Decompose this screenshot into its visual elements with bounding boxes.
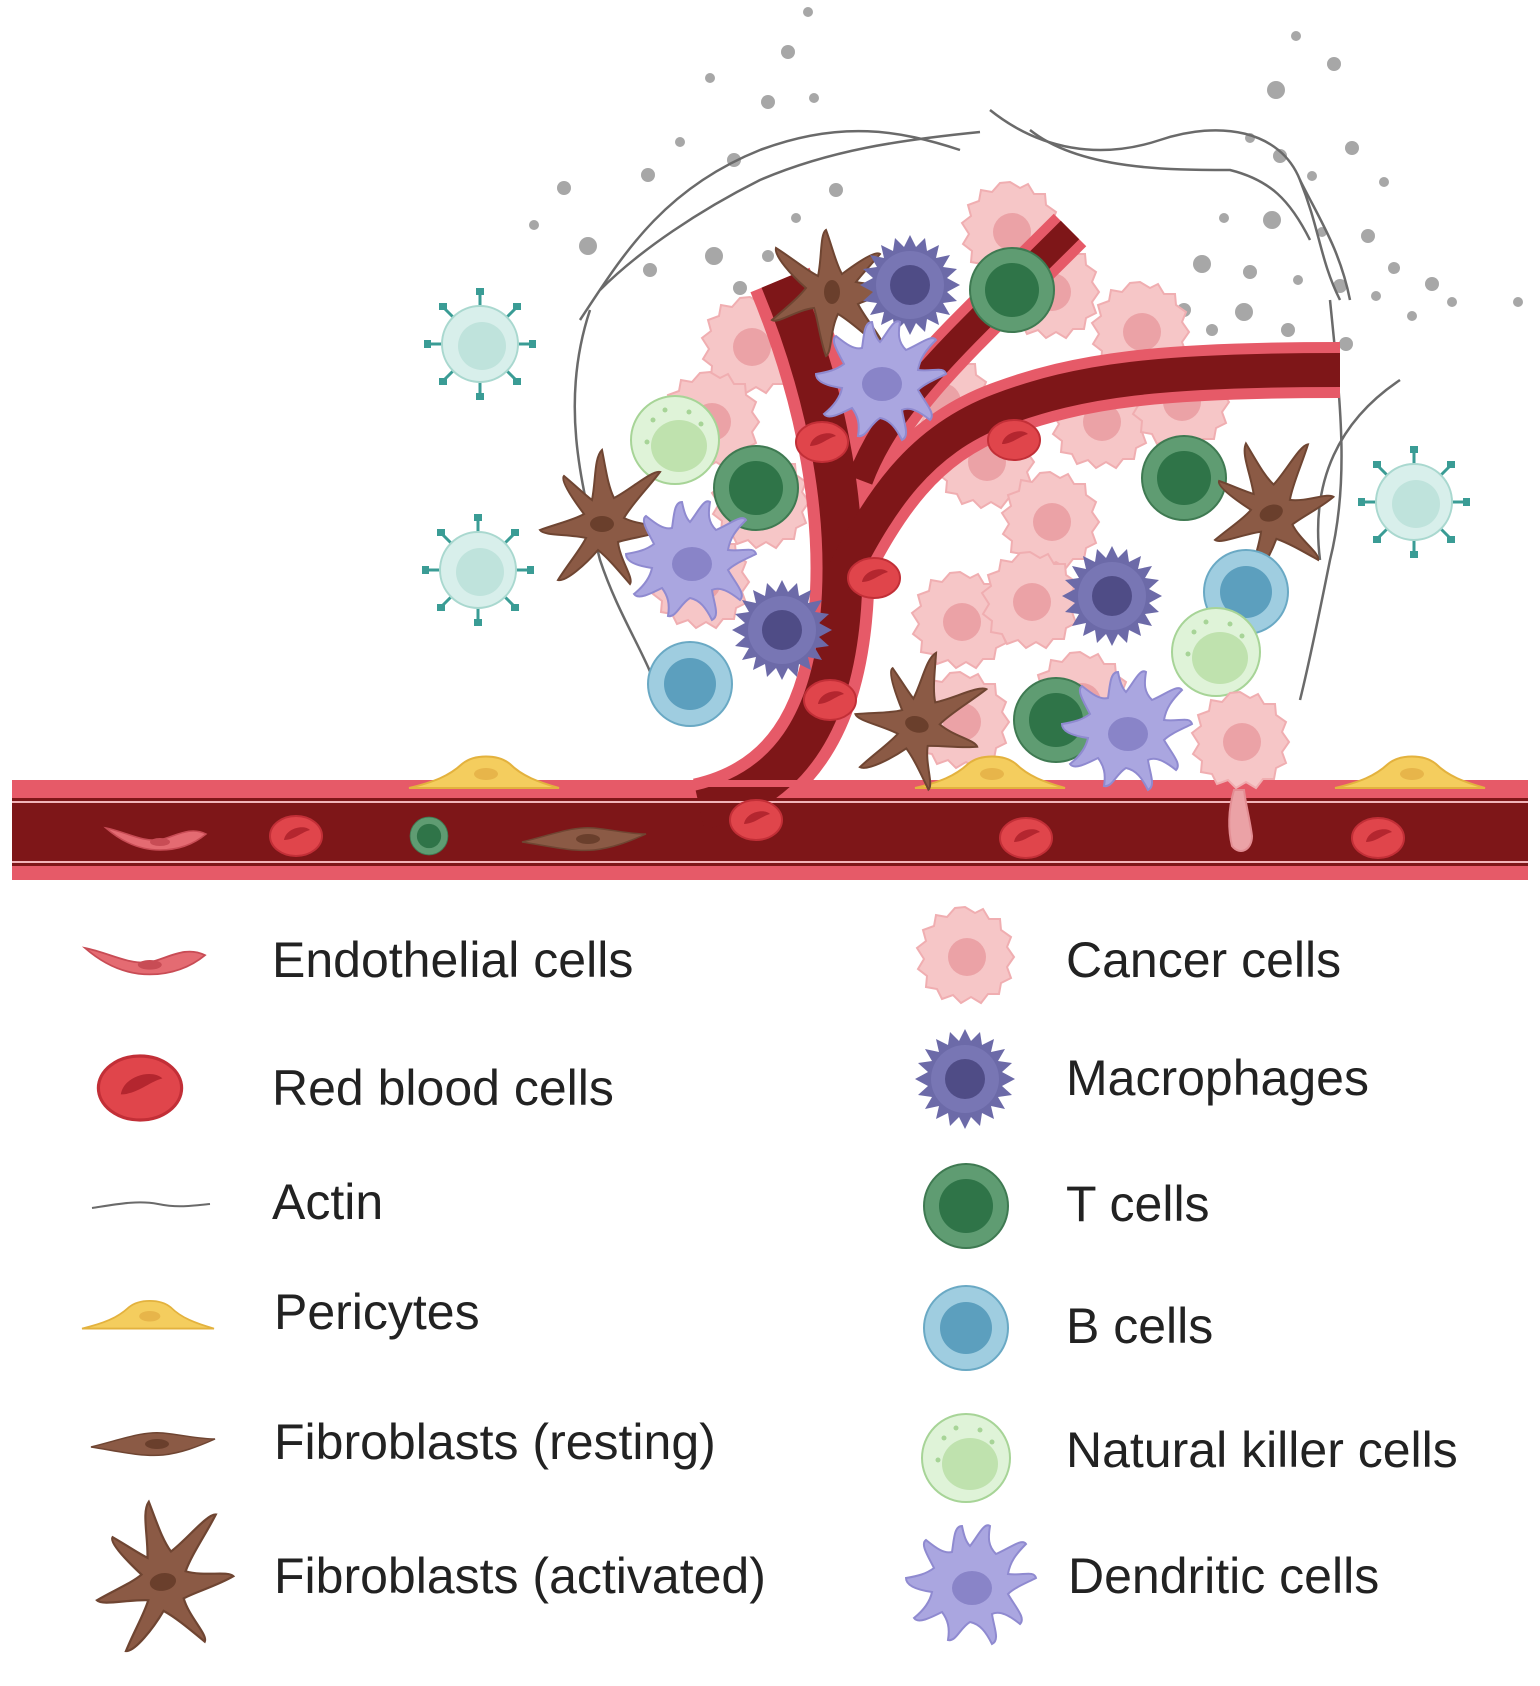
legend-label: Macrophages: [1066, 1050, 1369, 1106]
extracellular-dots: [529, 7, 1523, 351]
legend-label: Fibroblasts (activated): [274, 1548, 766, 1604]
pericyte-icon: [81, 1299, 215, 1330]
activated-fibroblast-icon: [80, 1488, 245, 1660]
actin-fiber-icon: [91, 1201, 211, 1209]
legend-label: Cancer cells: [1066, 932, 1342, 988]
legend-item-macrophages: Macrophages: [880, 1029, 1530, 1150]
dendritic-cell-icon: [905, 1524, 1037, 1645]
legend-item-pericytes: Pericytes: [0, 1268, 770, 1388]
legend-item-dendritic-cells: Dendritic cells: [880, 1524, 1530, 1648]
tumor-microenvironment-illustration: [12, 7, 1528, 880]
legend-item-natural-killer-cells: Natural killer cells: [880, 1408, 1530, 1528]
legend-item-actin: Actin: [0, 1150, 770, 1270]
legend-item-fibroblasts-activated: Fibroblasts (activated): [0, 1488, 820, 1660]
resting-fibroblast-icon: [90, 1431, 216, 1457]
b-cell-icon: [923, 1285, 1009, 1371]
nk-cell-icon: [921, 1413, 1011, 1503]
legend-label: Endothelial cells: [272, 932, 634, 988]
tumor-immune-cells: [539, 229, 1353, 852]
legend-item-fibroblasts-resting: Fibroblasts (resting): [0, 1400, 770, 1520]
legend-item-red-blood-cells: Red blood cells: [0, 1030, 770, 1150]
actin-fibers: [573, 109, 1401, 701]
legend-label: Actin: [272, 1174, 384, 1230]
legend-item-b-cells: B cells: [880, 1280, 1530, 1400]
legend-label: T cells: [1066, 1176, 1210, 1232]
cancer-cell-icon: [916, 906, 1015, 1004]
t-cell-icon: [923, 1163, 1009, 1249]
legend-label: Natural killer cells: [1066, 1422, 1458, 1478]
legend-label: Dendritic cells: [1068, 1548, 1380, 1604]
legend-label: Pericytes: [274, 1284, 480, 1340]
legend-item-cancer-cells: Cancer cells: [880, 900, 1530, 1020]
endothelial-cell-icon: [84, 947, 206, 976]
legend-label: Red blood cells: [272, 1060, 614, 1116]
legend-item-endothelial-cells: Endothelial cells: [0, 900, 770, 1020]
red-blood-cell-icon: [96, 1054, 184, 1122]
macrophage-icon: [915, 1029, 1015, 1129]
legend-label: B cells: [1066, 1298, 1214, 1354]
legend-label: Fibroblasts (resting): [274, 1414, 716, 1470]
legend-item-t-cells: T cells: [880, 1158, 1530, 1278]
